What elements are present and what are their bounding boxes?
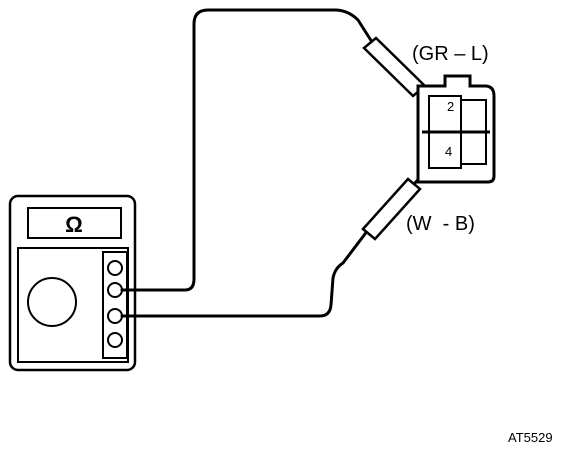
- ohm-mode-label: Ω: [65, 212, 83, 237]
- connector-housing: [416, 74, 496, 184]
- selector-dial[interactable]: [27, 277, 77, 327]
- meter-display: [27, 207, 122, 239]
- connector: 2 4: [416, 74, 496, 184]
- wire-color-label-terminal-2: (GR – L): [412, 43, 489, 65]
- terminal-strip: [102, 251, 128, 359]
- lower-probe-handle: [361, 177, 422, 241]
- terminal-4-number: 4: [445, 144, 452, 159]
- meter-jack-1[interactable]: [107, 260, 123, 276]
- meter-jack-4[interactable]: [107, 332, 123, 348]
- wire-color-label-terminal-4: (W - B): [406, 213, 475, 235]
- terminal-2-number: 2: [447, 99, 454, 114]
- ohmmeter: Ω: [8, 194, 137, 372]
- upper-test-lead-wire: [120, 8, 374, 292]
- lower-test-lead-wire: [120, 228, 370, 318]
- figure-id: AT5529: [508, 430, 553, 445]
